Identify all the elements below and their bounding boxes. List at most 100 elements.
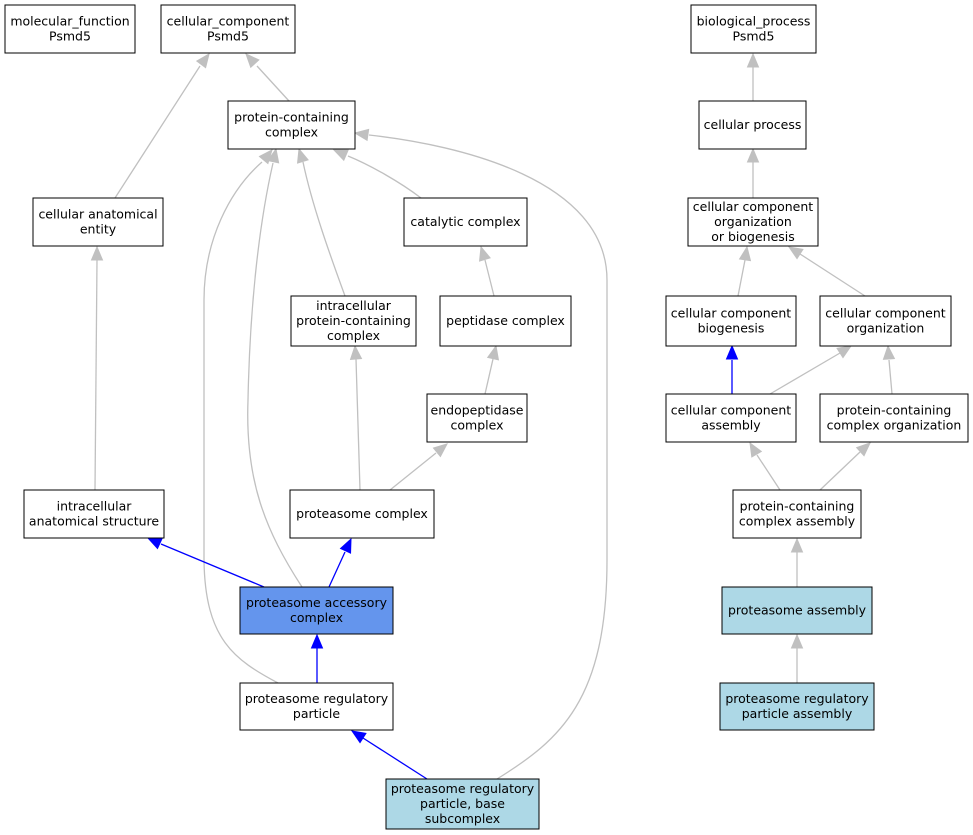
edge-proteasome-rp-base-subcomplex-to-protein-containing-complex [353, 128, 608, 780]
edge-protein-containing-complex-to-cc-root [245, 53, 290, 102]
node-box [289, 489, 435, 539]
edge-proteasome-complex-to-endopeptidase-complex [389, 443, 448, 491]
edge-cc-assembly-to-cc-organization [769, 345, 853, 395]
arrowhead [749, 441, 763, 458]
edge-cc-biogenesis-to-cc-org-or-biogenesis [737, 245, 752, 297]
edge-cc-organization-to-cc-org-or-biogenesis [787, 246, 866, 297]
node-label-line: complex [290, 610, 343, 625]
arrowhead [790, 537, 804, 553]
node-label-line: biological_process [697, 14, 811, 29]
node-label-line: Psmd5 [49, 29, 91, 44]
node-box [819, 295, 952, 347]
arrowhead [349, 344, 363, 360]
node-label-line: catalytic complex [410, 214, 520, 229]
edge-proteasome-rp-assembly-to-proteasome-assembly [790, 633, 804, 683]
node-catalytic-complex[interactable]: catalytic complex [403, 197, 528, 247]
edge-peptidase-complex-to-catalytic-complex [478, 245, 495, 297]
node-label-line: proteasome complex [296, 506, 428, 521]
edge-cc-org-or-biogenesis-to-cellular-process [746, 147, 760, 198]
node-label-line: endopeptidase [431, 403, 524, 418]
node-box [819, 393, 969, 443]
node-cellular-process[interactable]: cellular process [698, 100, 807, 150]
node-box [721, 586, 873, 635]
node-peptidase-complex[interactable]: peptidase complex [439, 295, 572, 347]
edge-pc-complex-assembly-to-cc-assembly [749, 441, 781, 491]
edge-proteasome-regulatory-particle-to-proteasome-accessory-complex [310, 633, 324, 683]
arrowhead [478, 245, 491, 262]
node-box [227, 100, 356, 150]
edge-proteasome-accessory-complex-to-intracellular-anatomical-structure [146, 537, 265, 588]
edge-cc-assembly-to-cc-biogenesis [725, 344, 739, 394]
node-label-line: intracellular [316, 298, 392, 313]
node-label-line: organization [847, 321, 925, 336]
node-label-line: cellular anatomical [38, 207, 157, 222]
edge-proteasome-complex-to-intracellular-pcc [349, 344, 363, 491]
node-box [732, 489, 862, 539]
node-box [719, 682, 875, 731]
edge-cellular-process-to-bp-root [746, 52, 760, 101]
node-label-line: cellular_component [167, 14, 290, 29]
node-label-line: or biogenesis [711, 229, 795, 244]
node-label-line: particle assembly [742, 706, 853, 721]
node-label-line: complex assembly [739, 514, 856, 529]
arrowhead [245, 53, 260, 69]
edge-intracellular-anatomical-structure-to-cellular-anatomical-entity [90, 245, 104, 491]
edges-layer [90, 52, 896, 780]
node-box [665, 393, 797, 443]
node-proteasome-complex[interactable]: proteasome complex [289, 489, 435, 539]
node-label-line: complex [265, 125, 318, 140]
node-box [385, 778, 540, 830]
node-label-line: subcomplex [425, 811, 500, 826]
arrowhead [836, 345, 853, 359]
node-proteasome-assembly[interactable]: proteasome assembly [721, 586, 873, 635]
node-label-line: protein-containing [740, 499, 855, 514]
edge-intracellular-pcc-to-protein-containing-complex [296, 147, 346, 297]
node-box [160, 4, 296, 54]
node-label-line: complex organization [827, 418, 962, 433]
node-label-line: entity [80, 222, 117, 237]
node-label-line: complex [451, 418, 504, 433]
arrowhead [432, 443, 448, 458]
node-box [403, 197, 528, 247]
edge-catalytic-complex-to-protein-containing-complex [332, 149, 422, 199]
node-label-line: assembly [701, 418, 761, 433]
edge-endopeptidase-complex-to-peptidase-complex [484, 344, 500, 395]
node-label-line: cellular component [671, 306, 791, 321]
node-box [290, 295, 417, 347]
arrowhead [350, 730, 367, 744]
node-label-line: proteasome regulatory [391, 781, 535, 796]
edge-pc-complex-assembly-to-pc-complex-organization [819, 442, 871, 491]
arrowhead [855, 442, 871, 457]
node-box [687, 197, 819, 247]
arrowhead [746, 147, 760, 163]
edge-proteasome-regulatory-particle-to-protein-containing-complex [203, 149, 279, 684]
node-box [665, 295, 797, 347]
node-label-line: proteasome regulatory [725, 691, 869, 706]
node-box [690, 4, 817, 54]
node-label-line: proteasome regulatory [245, 691, 389, 706]
node-box [698, 100, 807, 150]
node-box [439, 295, 572, 347]
node-label-line: cellular component [693, 199, 813, 214]
arrowhead [332, 149, 349, 162]
node-label-line: molecular_function [10, 14, 129, 29]
